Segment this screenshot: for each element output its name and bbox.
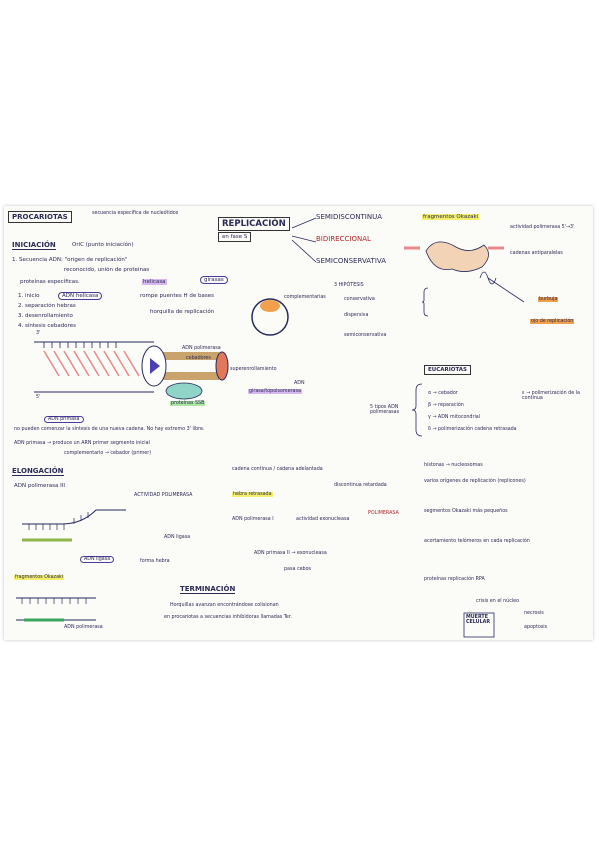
pasa-cebos: pasa cebos xyxy=(284,567,312,572)
terminacion-line2: en procariotas a secuencias inhibidoras … xyxy=(164,615,292,620)
euc-b6: crisis en el núcleo xyxy=(476,599,520,604)
label-5prime: 5' xyxy=(36,395,41,400)
semiconservativa: SEMICONSERVATIVA xyxy=(316,257,387,265)
step3: 3. desenrollamiento xyxy=(18,313,73,319)
euc-b5: proteínas replicación RPA xyxy=(424,577,485,582)
adn-primasa: ADN primasa xyxy=(44,416,84,423)
semidiscontinua: SEMIDISCONTINUA xyxy=(316,213,382,221)
discontinua: discontinua retardada xyxy=(334,483,387,488)
hebra-retrasada: hebra retrasada xyxy=(232,492,273,497)
fragmentos-okazaki-2: fragmentos Okazaki xyxy=(14,575,65,580)
necrosis: necrosis xyxy=(524,611,544,616)
strand-ticks xyxy=(43,342,117,348)
actividad-polimerasa: ACTIVIDAD POLIMERASA xyxy=(134,493,193,498)
hipotesis-h2: dispersiva xyxy=(344,313,369,318)
helicase-arrow xyxy=(150,358,160,374)
adn-pol-iii: ADN polimerasa xyxy=(182,346,221,351)
adn-helicasa: ADN helicasa xyxy=(58,292,103,300)
superenrollamiento: superenrollamiento xyxy=(230,367,277,372)
terminacion-line1: Horquillas avanzan encontrándose colisio… xyxy=(170,603,279,608)
proteinas: proteínas específicas. xyxy=(20,279,80,285)
hipotesis-title: 3 HIPÓTESIS xyxy=(334,283,364,288)
girasa-topo: girasa/topoisomerasa xyxy=(248,389,302,394)
cadena-continua: cadena continua / cadena adelantada xyxy=(232,467,323,472)
adn-polimerasa-label: ADN polimerasa xyxy=(64,625,103,630)
adn-pol-iii-elong: ADN polimerasa III xyxy=(14,483,65,489)
step2: 2. separación hebras xyxy=(18,303,76,309)
adn-label: ADN xyxy=(294,381,305,386)
actividad-pol: actividad polimerasa 5'→3' xyxy=(510,225,575,230)
muerte-box xyxy=(463,612,495,638)
notes-sheet: PROCARIOTAS secuencia específica de nucl… xyxy=(4,206,593,640)
euc-b4: acortamiento telómeros en cada replicaci… xyxy=(424,539,530,544)
ssb-shape xyxy=(165,382,203,400)
note2: ADN primasa → produce un ARN primer segm… xyxy=(14,441,150,446)
apoptosis: apoptosis xyxy=(524,625,548,630)
hipotesis-h3: semiconservativa xyxy=(344,333,387,338)
note1: no pueden comenzar la síntesis de una nu… xyxy=(14,427,205,432)
polimerasas-tipos: 5 tipos ADN polimerasas xyxy=(370,405,400,415)
replicacion-title: REPLICACIÓN xyxy=(218,217,290,231)
cadenas-antiparalelas: cadenas antiparalelas xyxy=(510,251,563,256)
iniciacion-subtitle: OriC (punto iniciación) xyxy=(72,242,134,248)
okazaki-ticks xyxy=(21,598,87,604)
terminacion-title: TERMINACIÓN xyxy=(180,585,236,594)
iniciacion-line1: 1. Secuencia ADN: "origen de replicación… xyxy=(12,257,128,263)
burbuja: burbuja xyxy=(538,297,559,302)
pol-gamma: γ → ADN mitocondrial xyxy=(428,415,481,420)
primasa2: ADN primasa II → exonucleasa xyxy=(254,551,327,556)
pol-delta: δ → polimerización cadena retrasada xyxy=(428,427,517,432)
topoisomerase-shape xyxy=(215,351,229,381)
secuencia-note: secuencia específica de nucleótidos xyxy=(92,211,179,216)
proteinas-ssb: proteínas SSB xyxy=(170,401,206,406)
diagram-layer xyxy=(16,217,525,638)
ring-top xyxy=(260,300,280,312)
ligasa: ADN ligasa xyxy=(164,535,191,540)
pol-epsilon: ε → polimerización de la continua xyxy=(522,391,580,401)
step4: 4. síntesis cebadores xyxy=(18,323,76,329)
note3: complementario → cebador (primer) xyxy=(64,451,152,456)
girasa-label: girasas xyxy=(200,276,228,284)
horquilla: horquilla de replicación xyxy=(150,309,215,315)
helicase-ring xyxy=(251,298,289,336)
fragmentos-okazaki: fragmentos Okazaki xyxy=(422,214,480,220)
replication-bubble xyxy=(425,241,489,272)
cebo: cebadores xyxy=(186,356,211,361)
procariotas-title: PROCARIOTAS xyxy=(8,211,72,223)
rompe-puentes: rompe puentes H de bases xyxy=(140,293,214,299)
ojo-replicacion: ojo de replicación xyxy=(530,319,575,324)
adn-pol-i: ADN polimerasa I xyxy=(232,517,274,522)
euc-b1: histonas → nucleosomas xyxy=(424,463,483,468)
fase-box: en fase S xyxy=(218,232,252,242)
pol-alpha: α → cebador xyxy=(428,391,458,396)
iniciacion-title: INICIACIÓN xyxy=(12,241,56,250)
exonucleasa: actividad exonucleasa xyxy=(296,517,350,522)
polimerasa-red: POLIMERASA xyxy=(368,511,399,516)
euc-b3: segmentos Okazaki más pequeños xyxy=(424,509,508,514)
elongation-ticks xyxy=(28,512,89,530)
iniciacion-line2: reconocido, unión de proteínas xyxy=(64,267,150,273)
bidireccional: BIDIRECCIONAL xyxy=(316,235,371,243)
complementarias: complementarias xyxy=(284,295,326,300)
elongacion-title: ELONGACIÓN xyxy=(12,467,64,476)
eucariotas-title: EUCARIOTAS xyxy=(424,365,472,375)
adn-ligasa-oval: ADN ligasa xyxy=(80,556,115,563)
muerte-celular: MUERTE CELULAR xyxy=(466,615,491,625)
hipotesis-h1: conservativa xyxy=(344,297,375,302)
new-strand-hatching xyxy=(43,350,140,377)
euc-b2: varios orígenes de replicación (replicon… xyxy=(424,479,526,484)
step1: 1. inicio xyxy=(18,293,40,299)
label-3prime: 3' xyxy=(36,331,41,336)
forma-hebra: forma hebra xyxy=(140,559,170,564)
helicasa-label: helicasa xyxy=(142,279,167,285)
pol-beta: β → reparación xyxy=(428,403,464,408)
